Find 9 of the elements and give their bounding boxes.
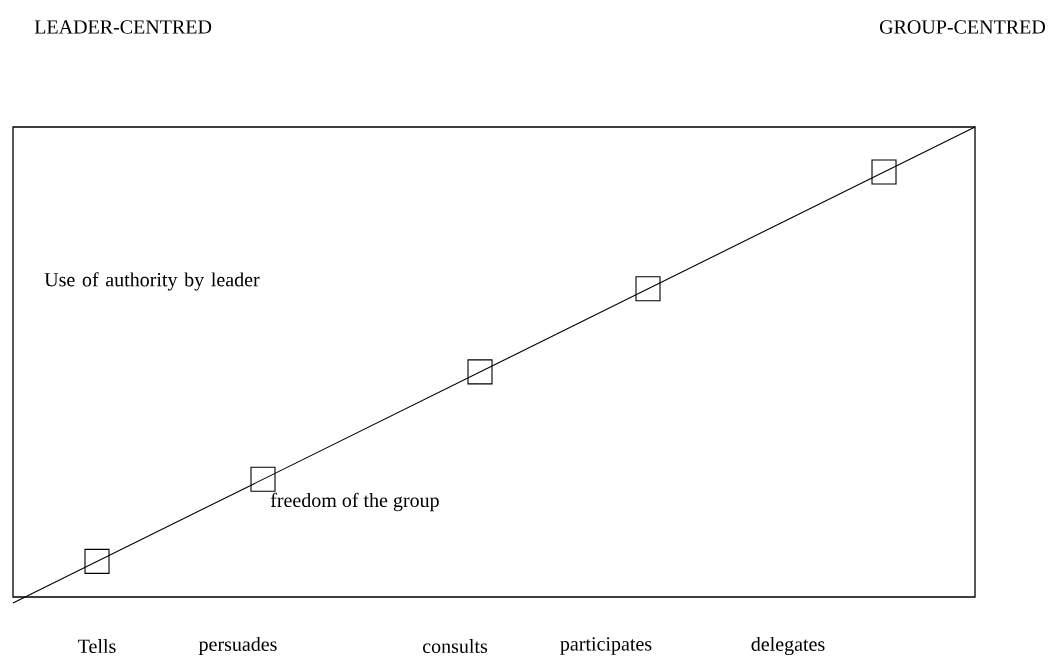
- category-label: persuades: [198, 636, 277, 656]
- category-label: Tells: [78, 638, 116, 654]
- axis-label: freedom of the group: [270, 492, 439, 512]
- axis-end-label: GROUP-CENTRED: [879, 20, 1045, 34]
- category-label: participates: [560, 637, 652, 655]
- category-label: delegates: [751, 636, 825, 656]
- axis-end-label: LEADER-CENTRED: [34, 20, 212, 34]
- category-label: consults: [423, 638, 488, 654]
- axis-label: Use of authority by leader: [44, 272, 260, 291]
